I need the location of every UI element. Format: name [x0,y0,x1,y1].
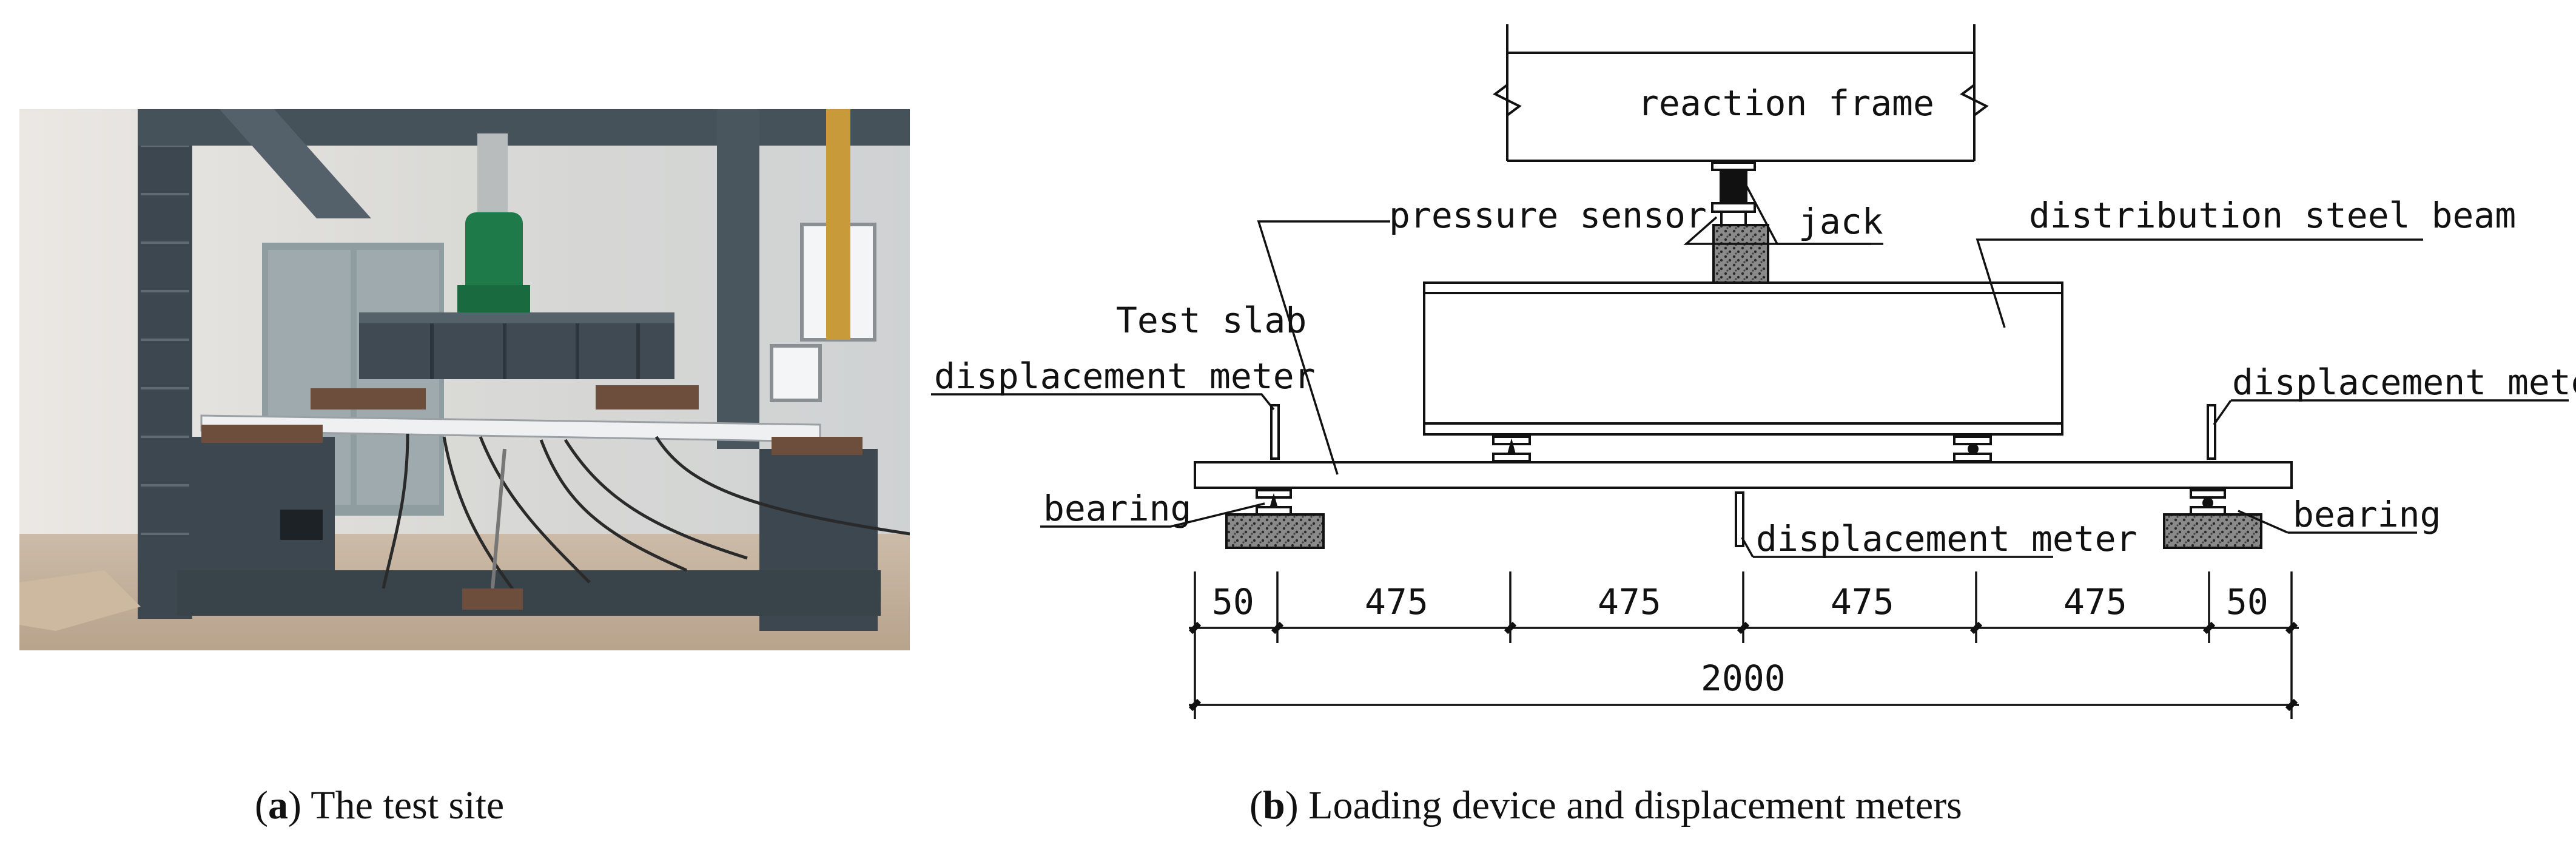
beam-roller-left [1492,436,1531,462]
dim-segment-4: 475 [1831,581,1894,622]
caption-b-tag: b [1262,783,1285,827]
displacement-meter-left [1270,404,1280,460]
displacement-meter-right-label: displacement meter [2232,362,2576,403]
displacement-meter-left-label: displacement meter [934,356,1316,397]
dim-segment-2: 475 [1365,581,1428,622]
test-slab [1194,461,2293,489]
test-site-photo [19,109,910,650]
dim-segment-3: 475 [1598,581,1661,622]
caption-a: (a) The test site [255,783,505,827]
dim-segment-5: 475 [2063,581,2127,622]
caption-a-text: The test site [311,783,505,827]
jack-label: jack [1798,201,1883,242]
pressure-sensor-label: pressure sensor [1389,195,1707,236]
dim-segment-1: 50 [1212,581,1254,622]
dim-total: 2000 [1701,658,1786,699]
pressure-sensor [1711,161,1756,213]
caption-a-tag: a [267,783,288,827]
displacement-meter-right [2207,404,2216,460]
jack [1712,211,1769,284]
displacement-meter-mid [1735,491,1744,547]
reaction-frame [1493,24,1989,162]
beam-roller-right [1953,436,1992,462]
bearing-right [2163,489,2262,549]
distribution-beam-label: distribution steel beam [2029,195,2516,236]
distribution-steel-beam [1423,281,2063,436]
displacement-meter-mid-label: displacement meter [1756,518,2137,559]
bearing-left [1225,489,1325,549]
test-slab-label: Test slab [1116,300,1306,341]
bearing-right-label: bearing [2293,494,2441,535]
caption-b: (b) Loading device and displacement mete… [1249,783,1962,827]
reaction-frame-label: reaction frame [1638,83,1934,124]
caption-b-text: Loading device and displacement meters [1308,783,1962,827]
dim-segment-6: 50 [2226,581,2268,622]
bearing-left-label: bearing [1043,488,1191,529]
